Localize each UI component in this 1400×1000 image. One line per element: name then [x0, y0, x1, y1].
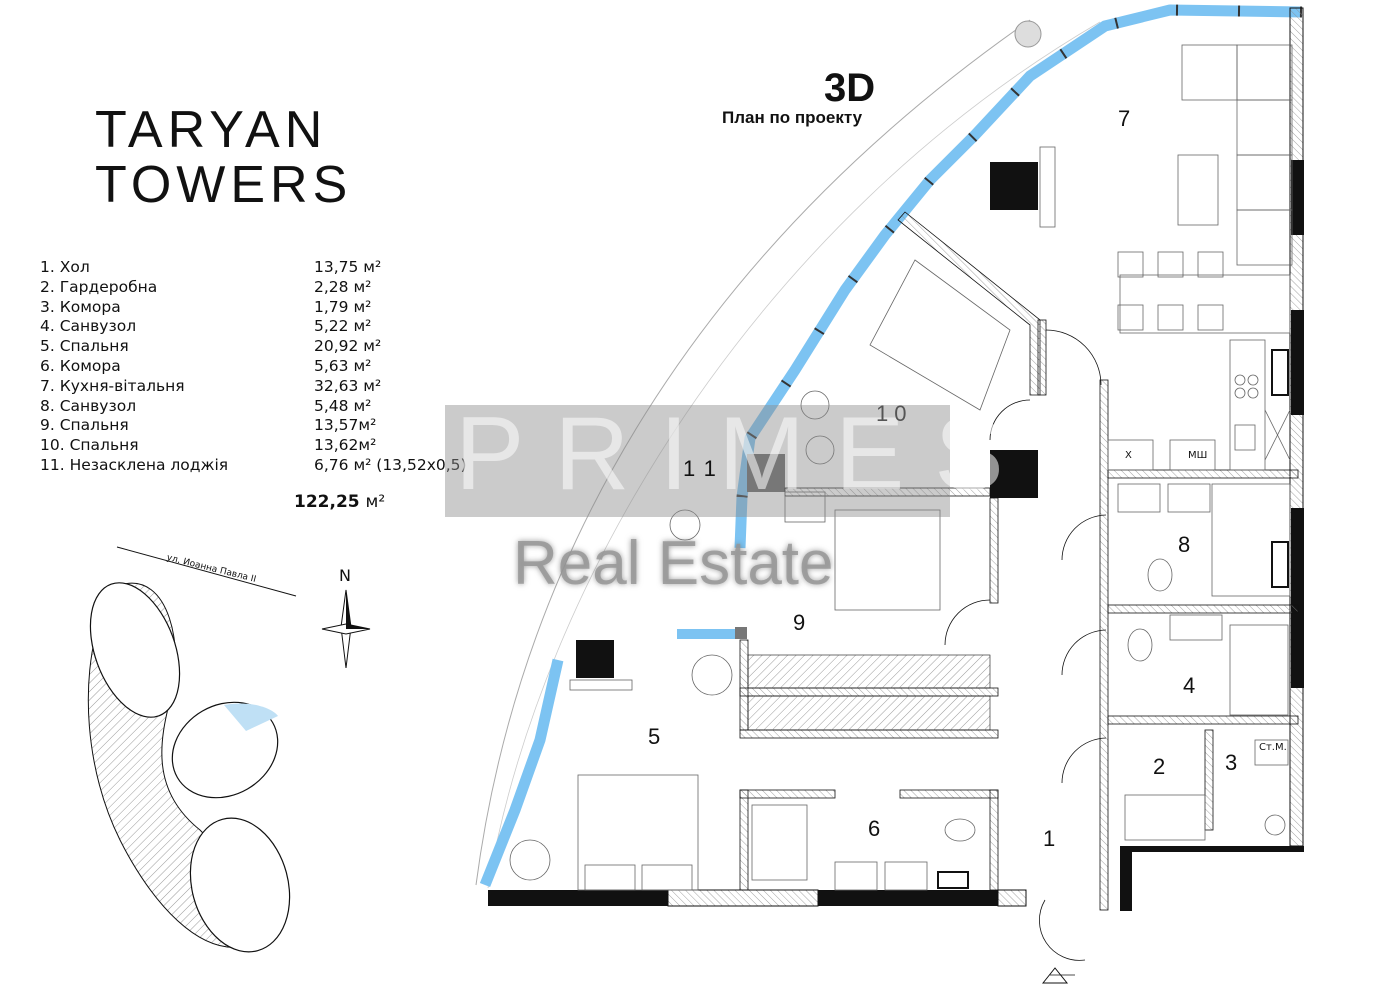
loggia-column-icon: [1014, 20, 1042, 48]
compass-icon: [321, 589, 371, 669]
apartment-plan: [475, 4, 1304, 984]
room-legend: 1. Хол 13,75 м² 2. Гардеробна 2,28 м² 3. К…: [40, 258, 500, 476]
exterior-wall-south: [997, 889, 1027, 907]
fridge-label: Х: [1125, 450, 1132, 461]
legend-room-area: 5,22 м²: [314, 317, 372, 336]
total-area-value: 122,25: [294, 492, 360, 512]
legend-room-name: 1. Хол: [40, 258, 90, 276]
watermark-brand: PRIMES: [455, 396, 1034, 512]
brand-line-1: TARYAN: [95, 101, 328, 159]
total-area: 122,25 м²: [294, 492, 385, 512]
room-number-7: 7: [1118, 106, 1131, 131]
structural-column: [990, 162, 1038, 210]
legend-row: 8. Санвузол 5,48 м²: [40, 397, 500, 417]
legend-row: 4. Санвузол 5,22 м²: [40, 317, 500, 337]
apartment-highlight: [224, 703, 278, 731]
room-number-1: 1: [1043, 826, 1056, 851]
legend-room-name: 10. Спальня: [40, 436, 139, 455]
exterior-wall-south: [667, 889, 819, 907]
legend-row: 10. Спальня 13,62м²: [40, 436, 500, 456]
street-line: [116, 546, 297, 597]
window-glazing-south: [479, 658, 564, 888]
legend-room-area: 5,48 м²: [314, 396, 372, 415]
watermark-subtitle: Real Estate: [513, 529, 834, 598]
wardrobe: [747, 654, 991, 689]
entrance-arrow-icon: [1041, 967, 1069, 984]
structural-column: [735, 627, 747, 639]
legend-row: 11. Незасклена лоджія 6,76 м² (13,52х0,5): [40, 456, 500, 476]
brand-line-2: TOWERS: [95, 156, 353, 214]
loggia-outline: [475, 19, 1031, 886]
wall-column: [1291, 310, 1304, 415]
room-number-8: 8: [1178, 532, 1191, 557]
room-number-4: 4: [1183, 673, 1196, 698]
legend-row: 2. Гардеробна 2,28 м²: [40, 278, 500, 298]
legend-row: 7. Кухня-вітальня 32,63 м²: [40, 377, 500, 397]
room-number-3: 3: [1225, 750, 1238, 775]
legend-row: 1. Хол 13,75 м²: [40, 258, 500, 278]
room-number-10: 10: [876, 401, 913, 426]
doors: [944, 329, 1107, 976]
site-plan: [87, 546, 297, 953]
tower-c-outline: [189, 817, 291, 953]
legend-room-name: 9. Спальня: [40, 416, 129, 435]
legend-room-name: 5. Спальня: [40, 337, 129, 356]
loggia-inner-line: [487, 21, 1101, 889]
exterior-wall-south-east: [1128, 846, 1304, 852]
washer-label: МШ: [1188, 450, 1208, 461]
furniture: [509, 44, 1293, 891]
legend-room-name: 6. Комора: [40, 356, 121, 375]
tower-a-outline: [89, 582, 181, 718]
legend-room-area: 32,63 м²: [314, 376, 382, 395]
brand-logo: TARYAN TOWERS: [95, 103, 352, 213]
wall-column: [1120, 846, 1132, 911]
legend-room-name: 3. Комора: [40, 297, 121, 316]
structural-column: [576, 640, 614, 678]
legend-row: 3. Комора 1,79 м²: [40, 298, 500, 318]
legend-row: 5. Спальня 20,92 м²: [40, 337, 500, 357]
tower-b-outline: [171, 701, 279, 799]
legend-room-area: 6,76 м² (13,52х0,5): [314, 455, 467, 474]
watermark-box: [445, 405, 950, 517]
legend-room-area: 1,79 м²: [314, 297, 372, 316]
plan-subtitle: План по проекту: [722, 108, 863, 127]
exterior-wall-south: [818, 890, 998, 906]
plan-title: 3D: [824, 66, 876, 110]
legend-row: 6. Комора 5,63 м²: [40, 357, 500, 377]
total-area-unit: м²: [365, 492, 386, 512]
room-number-6: 6: [868, 816, 881, 841]
legend-room-name: 11. Незасклена лоджія: [40, 455, 229, 474]
washing-machine-label: Ст.М.: [1259, 742, 1287, 753]
legend-room-area: 20,92 м²: [314, 337, 382, 356]
wall-column: [1291, 160, 1304, 235]
structural-column: [747, 454, 785, 492]
window-mullions: [734, 4, 1303, 549]
exterior-wall-south: [488, 890, 668, 906]
room-number-11: 11: [683, 456, 726, 481]
legend-room-name: 2. Гардеробна: [40, 277, 158, 296]
legend-room-name: 8. Санвузол: [40, 396, 137, 415]
legend-room-area: 2,28 м²: [314, 277, 372, 296]
north-label: N: [339, 566, 351, 585]
legend-room-area: 5,63 м²: [314, 356, 372, 375]
legend-room-area: 13,75 м²: [314, 258, 382, 276]
structural-column: [990, 450, 1038, 498]
room-number-5: 5: [648, 724, 661, 749]
legend-room-name: 7. Кухня-вітальня: [40, 376, 185, 395]
room-number-2: 2: [1153, 754, 1166, 779]
interior-walls: [739, 211, 1299, 911]
room-number-9: 9: [793, 610, 806, 635]
legend-room-area: 13,62м²: [314, 436, 377, 455]
legend-room-area: 13,57м²: [314, 416, 377, 435]
wardrobe: [747, 695, 991, 731]
legend-row: 9. Спальня 13,57м²: [40, 416, 500, 436]
wall-column: [1291, 508, 1304, 688]
legend-room-name: 4. Санвузол: [40, 317, 137, 336]
